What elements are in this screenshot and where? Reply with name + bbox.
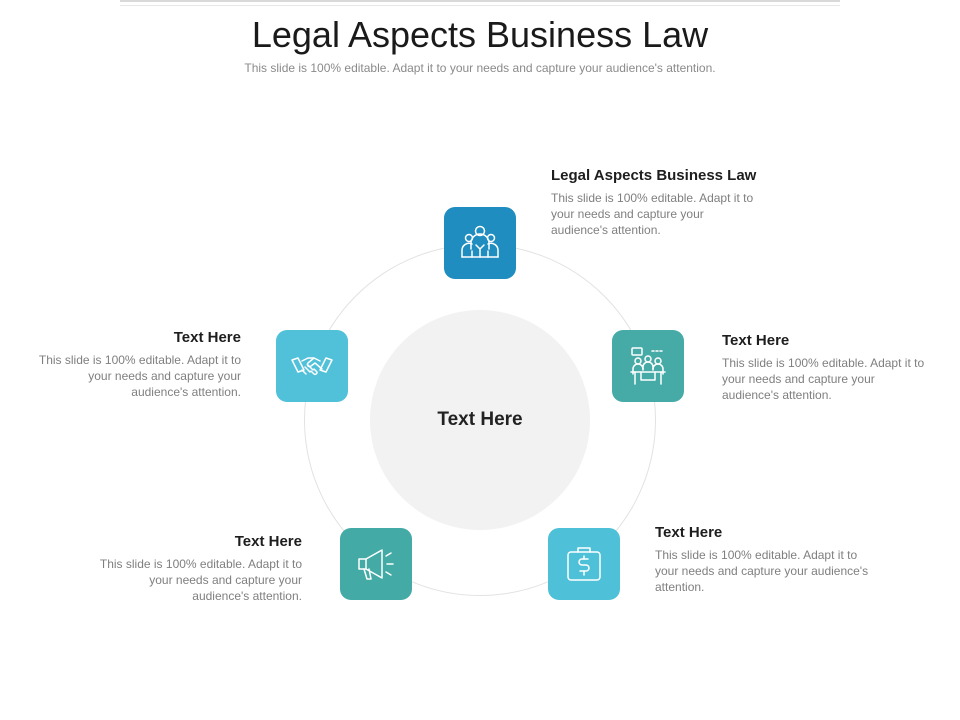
block-title: Text Here <box>655 524 723 541</box>
block-title: Legal Aspects Business Law <box>551 167 757 184</box>
top-divider-secondary <box>120 5 840 6</box>
block-title: Text Here <box>722 332 790 349</box>
node-meeting <box>612 330 684 402</box>
block-body: This slide is 100% editable. Adapt it to… <box>38 353 241 399</box>
block-title: Text Here <box>173 329 241 346</box>
team-icon <box>461 225 499 258</box>
meeting-icon <box>630 347 666 385</box>
money-briefcase-icon <box>567 547 601 581</box>
megaphone-icon <box>358 549 394 580</box>
slide-subtitle: This slide is 100% editable. Adapt it to… <box>244 61 716 75</box>
node-team <box>444 207 516 279</box>
block-upper-right: Text Here This slide is 100% editable. A… <box>722 332 932 403</box>
node-megaphone <box>340 528 412 600</box>
top-divider <box>120 0 840 2</box>
block-lower-left: Text Here This slide is 100% editable. A… <box>92 533 302 604</box>
block-body: This slide is 100% editable. Adapt it to… <box>655 548 869 594</box>
node-money-briefcase <box>548 528 620 600</box>
slide-title: Legal Aspects Business Law <box>251 14 709 55</box>
block-title: Text Here <box>234 533 302 550</box>
block-body: This slide is 100% editable. Adapt it to… <box>551 191 754 237</box>
block-upper-left: Text Here This slide is 100% editable. A… <box>31 329 241 400</box>
block-body: This slide is 100% editable. Adapt it to… <box>99 557 302 603</box>
node-handshake <box>276 330 348 402</box>
center-circle: Text Here <box>370 310 590 530</box>
center-label: Text Here <box>437 409 523 430</box>
block-lower-right: Text Here This slide is 100% editable. A… <box>655 524 875 595</box>
handshake-icon <box>291 357 333 376</box>
block-top: Legal Aspects Business Law This slide is… <box>551 167 791 238</box>
block-body: This slide is 100% editable. Adapt it to… <box>722 356 925 402</box>
